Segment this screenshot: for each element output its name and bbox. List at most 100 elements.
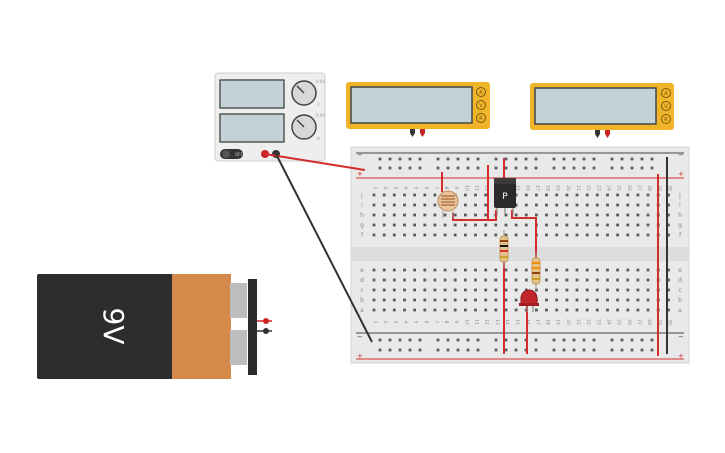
breadboard-hole[interactable] [464,233,467,237]
breadboard-hole[interactable] [494,157,498,161]
breadboard-hole[interactable] [403,268,406,272]
breadboard-hole[interactable] [626,213,630,217]
breadboard-hole[interactable] [474,193,477,197]
breadboard-hole[interactable] [595,268,599,272]
breadboard-hole[interactable] [514,278,518,282]
breadboard-hole[interactable] [466,157,470,161]
breadboard-hole[interactable] [572,338,576,342]
breadboard-hole[interactable] [592,157,596,161]
breadboard-hole[interactable] [565,298,569,302]
breadboard-hole[interactable] [372,288,376,292]
breadboard-hole[interactable] [382,288,386,292]
breadboard-hole[interactable] [575,233,579,237]
breadboard-hole[interactable] [640,348,644,352]
breadboard-hole[interactable] [456,338,460,342]
breadboard-hole[interactable] [413,288,416,292]
breadboard-hole[interactable] [433,268,437,272]
breadboard-hole[interactable] [484,268,488,272]
breadboard-hole[interactable] [595,298,599,302]
breadboard-hole[interactable] [565,288,569,292]
breadboard-hole[interactable] [534,157,538,161]
breadboard-hole[interactable] [453,308,457,312]
breadboard-hole[interactable] [418,157,422,161]
breadboard-hole[interactable] [494,223,498,227]
breadboard-hole[interactable] [474,233,477,237]
breadboard-hole[interactable] [484,298,488,302]
breadboard-hole[interactable] [423,288,427,292]
wire-supply-negative[interactable] [275,153,373,343]
breadboard-hole[interactable] [403,193,406,197]
breadboard-hole[interactable] [610,157,614,161]
breadboard-hole[interactable] [484,203,488,207]
breadboard-hole[interactable] [616,203,619,207]
breadboard-hole[interactable] [388,166,392,170]
breadboard-hole[interactable] [646,203,650,207]
breadboard-hole[interactable] [616,288,619,292]
resistor-2[interactable] [531,252,541,290]
breadboard-hole[interactable] [418,166,422,170]
breadboard-hole[interactable] [636,308,640,312]
breadboard-hole[interactable] [378,338,382,342]
breadboard-hole[interactable] [464,298,467,302]
breadboard-hole[interactable] [382,233,386,237]
breadboard-hole[interactable] [636,203,640,207]
photoresistor[interactable] [437,190,459,218]
breadboard-hole[interactable] [466,338,470,342]
breadboard-hole[interactable] [453,268,457,272]
breadboard-hole[interactable] [606,233,609,237]
breadboard-hole[interactable] [626,223,630,227]
breadboard-hole[interactable] [474,223,477,227]
breadboard-hole[interactable] [504,298,508,302]
breadboard-hole[interactable] [494,233,498,237]
breadboard-hole[interactable] [606,308,609,312]
breadboard-hole[interactable] [456,348,460,352]
breadboard-hole[interactable] [504,157,508,161]
breadboard-hole[interactable] [545,223,548,227]
breadboard-hole[interactable] [575,203,579,207]
breadboard-hole[interactable] [392,213,396,217]
breadboard-hole[interactable] [524,233,528,237]
breadboard-hole[interactable] [535,308,538,312]
breadboard-hole[interactable] [626,298,630,302]
breadboard-hole[interactable] [606,223,609,227]
breadboard-hole[interactable] [667,223,670,227]
power-supply[interactable]: 0.0V 0.0A V A OFF [214,72,326,162]
breadboard-hole[interactable] [514,268,518,272]
breadboard-hole[interactable] [585,223,589,227]
breadboard-hole[interactable] [446,157,450,161]
breadboard-hole[interactable] [545,308,548,312]
breadboard-hole[interactable] [408,166,412,170]
breadboard-hole[interactable] [382,203,386,207]
breadboard-hole[interactable] [413,298,416,302]
breadboard-hole[interactable] [585,268,589,272]
breadboard-hole[interactable] [667,268,670,272]
breadboard-hole[interactable] [382,223,386,227]
breadboard-hole[interactable] [514,223,518,227]
breadboard-hole[interactable] [494,348,498,352]
breadboard-hole[interactable] [595,288,599,292]
breadboard-hole[interactable] [433,233,437,237]
breadboard-hole[interactable] [572,157,576,161]
breadboard-hole[interactable] [545,213,548,217]
breadboard-hole[interactable] [388,157,392,161]
breadboard-hole[interactable] [474,308,477,312]
breadboard-hole[interactable] [667,213,670,217]
breadboard-hole[interactable] [646,193,650,197]
breadboard-hole[interactable] [616,233,619,237]
breadboard-hole[interactable] [408,348,412,352]
breadboard-hole[interactable] [453,213,457,217]
breadboard-hole[interactable] [443,308,447,312]
breadboard-hole[interactable] [413,308,416,312]
breadboard-hole[interactable] [504,233,508,237]
breadboard-hole[interactable] [667,278,670,282]
breadboard-hole[interactable] [484,233,488,237]
breadboard-hole[interactable] [514,203,518,207]
breadboard-hole[interactable] [494,298,498,302]
breadboard-hole[interactable] [595,193,599,197]
breadboard-hole[interactable] [494,166,498,170]
multimeter-1-probes[interactable] [410,129,425,137]
breadboard-hole[interactable] [585,233,589,237]
breadboard-hole[interactable] [575,268,579,272]
breadboard-hole[interactable] [636,278,640,282]
